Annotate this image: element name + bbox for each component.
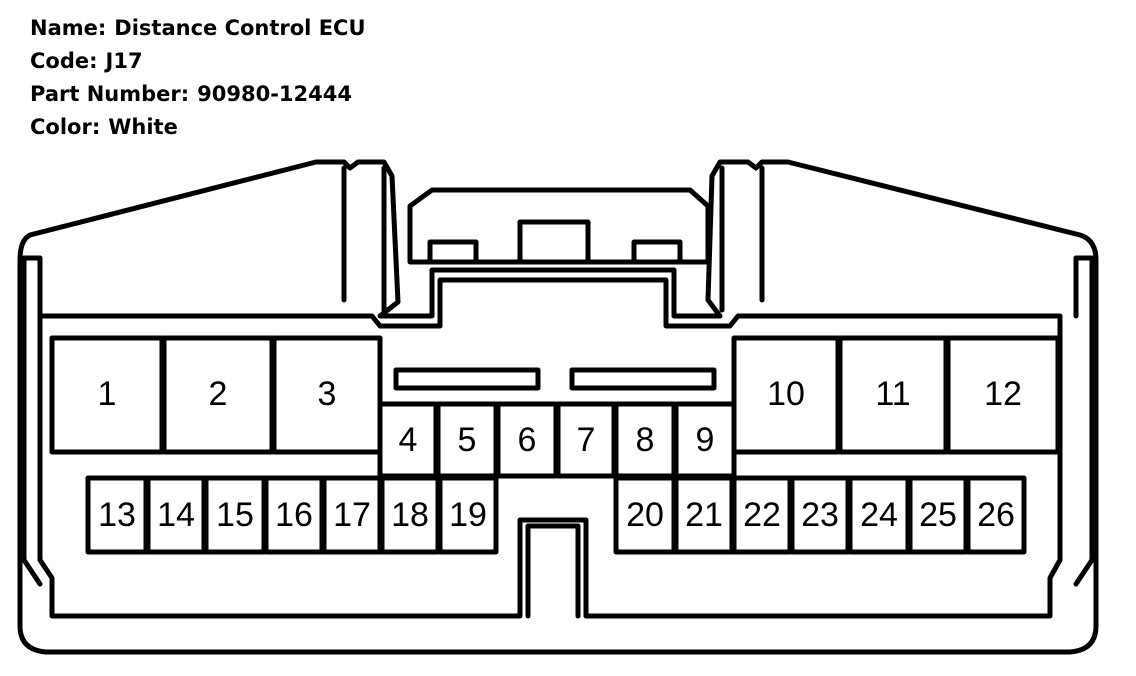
pin-8-label: 8 [636,421,655,459]
bottom-key-notch [525,523,581,619]
part-number-row: Part Number: 90980-12444 [30,78,366,111]
pin-24-label: 24 [860,496,898,534]
color-row: Color: White [30,111,366,144]
connector-info: Name: Distance Control ECU Code: J17 Part … [30,12,366,144]
pin-3-label: 3 [318,375,337,413]
pin-12-cavity [945,335,1061,455]
pin-13-label: 13 [98,496,136,534]
key-slot-right [569,367,717,391]
pin-15-label: 15 [216,496,254,534]
latch-center-block [517,219,591,265]
pin-17-label: 17 [333,496,371,534]
housing-outline [17,159,1099,655]
name-row: Name: Distance Control ECU [30,12,366,45]
part-number-value: 90980-12444 [197,82,352,106]
pin-2-label: 2 [209,375,228,413]
pin-4-label: 4 [399,421,418,459]
pin-23-label: 23 [801,496,839,534]
name-value: Distance Control ECU [114,16,366,40]
pin-20-label: 20 [626,496,664,534]
part-number-label: Part Number: [30,82,190,106]
latch-left-tab [427,239,479,265]
pin-26-label: 26 [977,496,1015,534]
code-label: Code: [30,49,98,73]
pin-26-cavity [965,475,1027,555]
right-side-rail [1073,255,1095,587]
pin-16-label: 16 [275,496,313,534]
pin-6-label: 6 [518,421,537,459]
left-rib [341,165,387,313]
pin-5-label: 5 [458,421,477,459]
pin-9-label: 9 [696,421,715,459]
pin-3-cavity [271,335,383,455]
pin-1-label: 1 [98,375,117,413]
pin-14-label: 14 [157,496,195,534]
name-label: Name: [30,16,107,40]
code-row: Code: J17 [30,45,366,78]
pin-19-label: 19 [449,496,487,534]
key-slot-left [393,367,541,391]
top-latch [407,187,711,265]
pin-12-label: 12 [984,375,1022,413]
left-side-rail [21,255,43,587]
color-label: Color: [30,115,101,139]
pin-21-label: 21 [685,496,723,534]
pin-11-label: 11 [875,375,910,413]
pin-22-label: 22 [743,496,781,534]
pin-10-label: 10 [767,375,805,413]
pin-19-cavity [437,475,499,555]
right-rib [719,165,765,313]
latch-right-tab [631,239,683,265]
pin-25-label: 25 [919,496,957,534]
pin-18-label: 18 [391,496,429,534]
pin-7-label: 7 [577,421,596,459]
color-value: White [108,115,178,139]
inner-cavity [37,277,1063,619]
code-value: J17 [105,49,143,73]
